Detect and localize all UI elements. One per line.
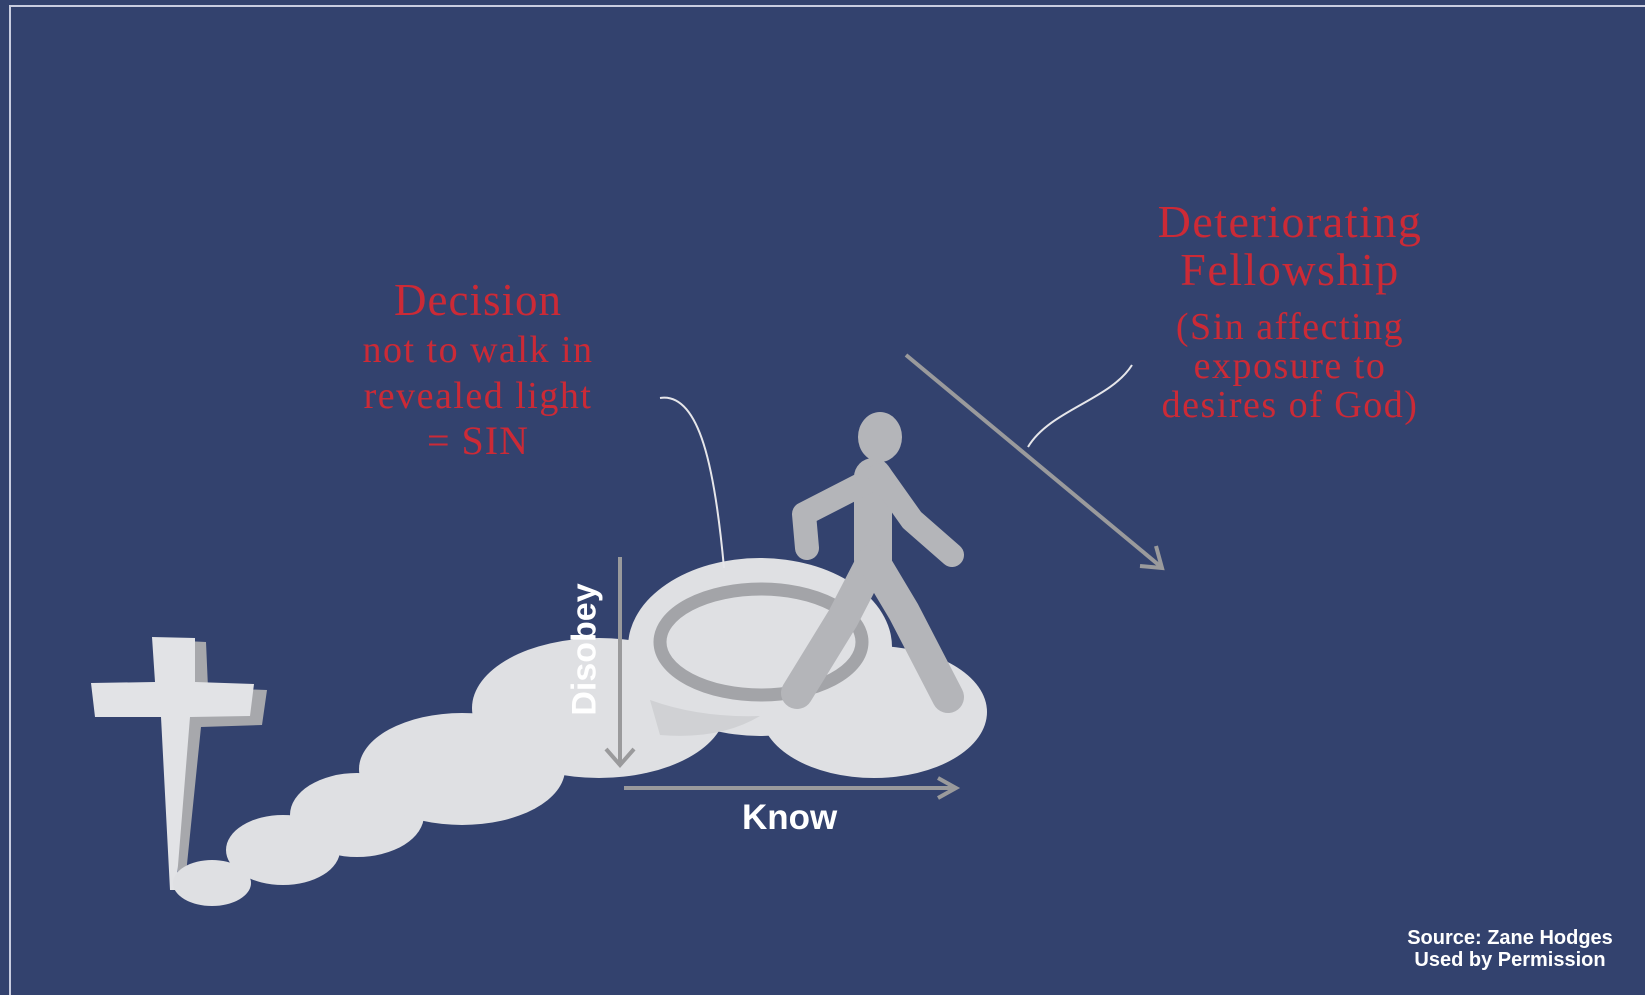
fellowship-subtitle-line: desires of God) — [1110, 386, 1470, 425]
know-label: Know — [742, 798, 837, 838]
source-credit: Source: Zane Hodges Used by Permission — [1380, 927, 1640, 971]
decision-title: Decision — [318, 278, 638, 323]
person-head — [858, 412, 902, 462]
disobey-label: Disobey — [566, 575, 605, 725]
know-arrow — [624, 778, 956, 798]
fellowship-title-line: Deteriorating — [1110, 198, 1470, 246]
fellowship-title-line: Fellowship — [1110, 246, 1470, 294]
decision-result: = SIN — [318, 421, 638, 461]
fellowship-callout: Deteriorating Fellowship (Sin affecting … — [1110, 198, 1470, 425]
fellowship-subtitle-line: exposure to — [1110, 347, 1470, 386]
decision-line: revealed light — [318, 377, 638, 415]
permission-line: Used by Permission — [1380, 949, 1640, 971]
source-line: Source: Zane Hodges — [1380, 927, 1640, 949]
decision-line: not to walk in — [318, 331, 638, 369]
fellowship-subtitle-line: (Sin affecting — [1110, 308, 1470, 347]
decision-leader-line — [660, 398, 724, 568]
decision-callout: Decision not to walk in revealed light =… — [318, 278, 638, 461]
